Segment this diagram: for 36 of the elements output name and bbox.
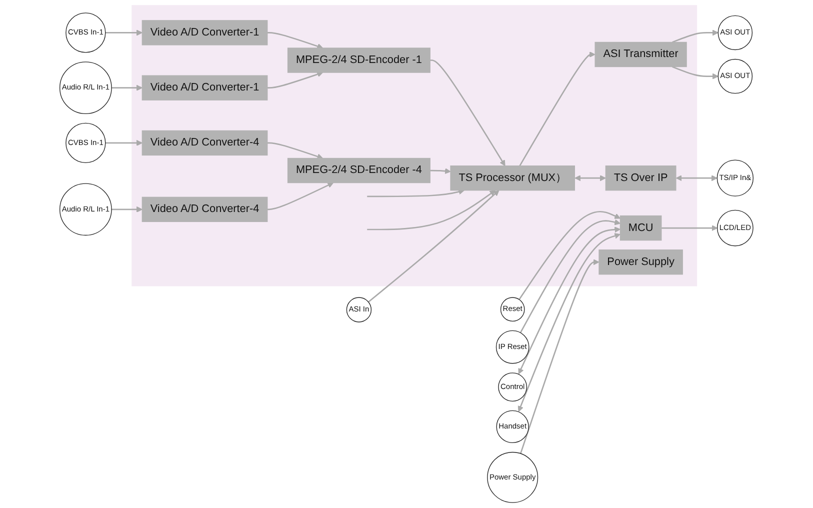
arrow: [267, 182, 334, 210]
arrow: [367, 188, 464, 198]
arrow: [367, 190, 496, 230]
node-box: ASI Transmitter: [594, 42, 687, 68]
arrow: [112, 206, 142, 212]
node-box: Video A/D Converter-1: [142, 20, 268, 46]
arrow: [672, 66, 718, 80]
cluster: [132, 5, 698, 286]
arrow: [105, 30, 142, 36]
arrow: [267, 71, 324, 88]
node-box: Video A/D Converter-4: [142, 196, 268, 222]
arrow: [519, 52, 596, 166]
node-box: MCU: [620, 215, 662, 241]
node-box: MPEG-2/4 SD-Encoder -1: [287, 48, 430, 73]
node-box: Power Supply: [598, 249, 683, 275]
arrow: [112, 84, 142, 91]
arrow: [267, 142, 324, 160]
node-box: Video A/D Converter-4: [142, 130, 268, 156]
arrow: [520, 219, 620, 334]
node-box: TS Over IP: [605, 165, 676, 191]
arrow: [430, 168, 451, 174]
arrow: [518, 226, 620, 374]
node-box: TS Processor (MUX）: [450, 165, 575, 191]
arrow: [672, 30, 718, 43]
arrow: [574, 175, 606, 182]
arrow: [267, 32, 324, 50]
arrow: [430, 60, 506, 166]
arrow: [520, 259, 600, 454]
arrow: [105, 140, 142, 146]
arrow: [368, 190, 500, 303]
arrow: [676, 175, 718, 182]
arrow: [661, 225, 718, 232]
node-box: Video A/D Converter-1: [142, 75, 268, 100]
node-box: MPEG-2/4 SD-Encoder -4: [287, 158, 430, 184]
arrow: [518, 210, 620, 300]
arrow: [518, 233, 620, 412]
